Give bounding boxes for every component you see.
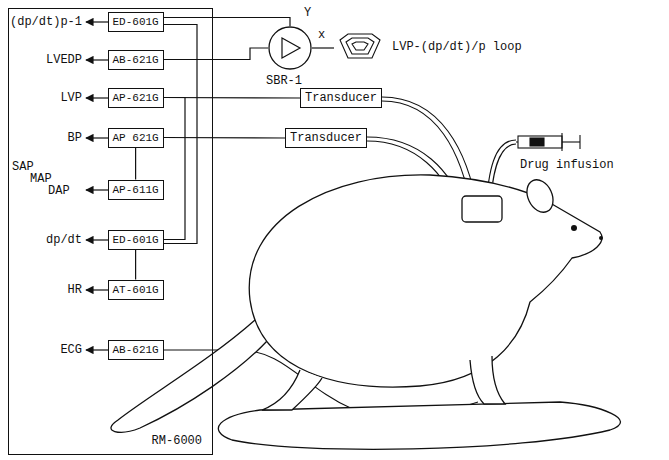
transducer-box: Transducer	[285, 128, 367, 148]
amplifier-outline	[269, 27, 311, 69]
amplifier-symbol	[268, 26, 312, 70]
node-text: AB-621G	[113, 53, 159, 67]
node-text: RM-6000	[152, 434, 202, 448]
transducer-box: Transducer	[300, 88, 382, 108]
neck-collar	[462, 196, 502, 222]
module-box: AB-621G	[108, 50, 164, 70]
rack-box: RM-6000 ED-601G AB-621G AP-621G AP 621G AP-61…	[8, 8, 213, 455]
output-arrow	[86, 59, 108, 60]
connector-wire	[164, 48, 268, 60]
signal-label: Drug infusion	[520, 158, 614, 172]
tail	[111, 320, 268, 432]
rat-nose	[599, 236, 603, 240]
node-text: ED-601G	[113, 233, 159, 247]
module-box: AB-621G	[108, 340, 164, 360]
signal-label: LVEDP	[6, 53, 82, 67]
fore-leg	[470, 356, 505, 404]
hind-leg	[262, 370, 322, 410]
signal-label: x	[318, 28, 325, 42]
module-box: AP-621G	[108, 88, 164, 108]
output-arrow	[86, 349, 108, 350]
module-box: AP 621G	[108, 128, 164, 148]
node-text: ED-601G	[113, 15, 159, 29]
output-arrow	[86, 21, 108, 22]
signal-label: dp/dt	[6, 233, 82, 247]
connector-wire	[164, 137, 285, 139]
output-arrow	[86, 289, 108, 290]
rat-eye	[571, 225, 577, 231]
module-box: ED-601G	[108, 12, 164, 32]
amplifier-triangle	[282, 38, 300, 58]
signal-label: (dp/dt)p-1	[6, 15, 82, 29]
rat-ear	[522, 176, 558, 217]
signal-label: LVP	[6, 91, 82, 105]
signal-label: ECG	[6, 343, 82, 357]
module-box: AP-611G	[108, 180, 164, 200]
loop-icon	[340, 34, 380, 58]
node-text: SBR-1	[266, 74, 302, 88]
connector-wire	[164, 98, 185, 240]
output-arrows	[86, 22, 108, 350]
amplifier-circle: SBR-1	[268, 26, 312, 70]
output-arrow	[86, 97, 108, 98]
node-text: AT-601G	[113, 283, 159, 297]
syringe	[516, 133, 580, 151]
signal-label: DAP	[48, 184, 70, 198]
module-box: AT-601G	[108, 280, 164, 300]
signal-label: HR	[6, 283, 82, 297]
output-arrow	[86, 189, 108, 190]
connector-wire	[135, 250, 136, 280]
output-arrow	[86, 239, 108, 240]
rat-figure	[111, 175, 620, 449]
connector-wire	[164, 25, 197, 244]
node-text: AP 621G	[113, 131, 159, 145]
node-text: AP-611G	[113, 183, 159, 197]
signal-label: MAP	[30, 172, 52, 186]
rat-body	[249, 175, 602, 387]
connector-wire	[135, 148, 136, 180]
signal-label: SAP	[12, 160, 34, 174]
signal-label: LVP-(dp/dt)/p loop	[392, 40, 522, 54]
module-box: ED-601G	[108, 230, 164, 250]
node-text: AB-621G	[113, 343, 159, 357]
node-text: Transducer	[305, 91, 377, 105]
output-arrow	[86, 137, 108, 138]
node-text: Transducer	[290, 131, 362, 145]
node-text: AP-621G	[113, 91, 159, 105]
signal-label: BP	[6, 131, 82, 145]
signal-label: Y	[304, 6, 311, 20]
output-wire	[312, 47, 334, 48]
